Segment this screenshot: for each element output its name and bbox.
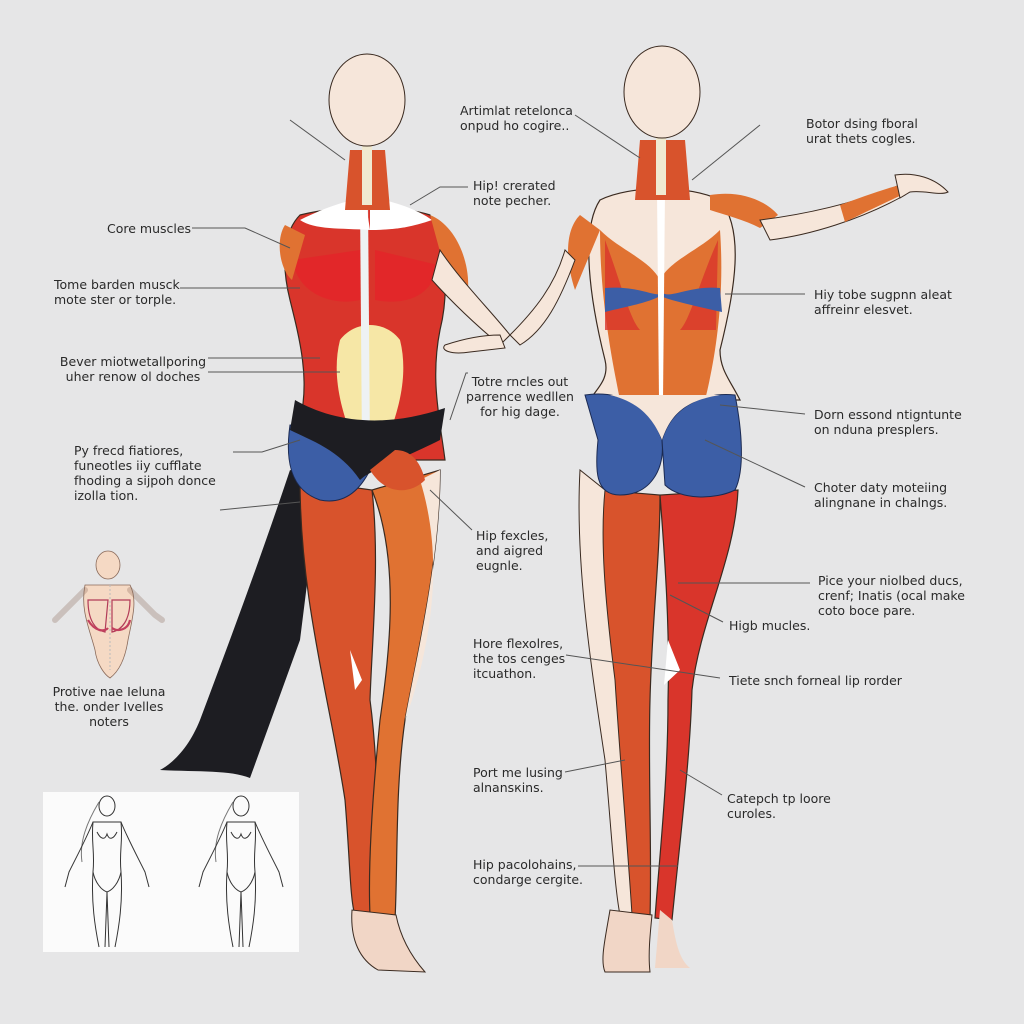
- leader-lines: [180, 114, 810, 867]
- label-catepch: Catepch tp loore curoles.: [727, 791, 831, 821]
- label-hore-flexolres: Hore flexolres, the tos cenges itcuathon…: [473, 636, 566, 681]
- left-figure: [160, 53, 511, 973]
- label-hip-crerated: Hip! crerated note pecher.: [473, 178, 556, 208]
- label-hip-pacolohains: Hip pacolohains, condarge cergite.: [473, 857, 584, 887]
- outline-figures-drawing: [64, 795, 284, 948]
- torso-inset: [52, 550, 165, 679]
- label-core-muscles: Core muscles: [107, 221, 192, 236]
- label-totre-rncles: Totre rncles out parrence wedllen for hi…: [466, 374, 574, 419]
- torso-inset-caption: Protive nae Ieluna the. onder Ivelles no…: [52, 684, 166, 729]
- label-bever: Bever miotwetallporing uher renow ol doc…: [59, 354, 207, 384]
- label-hiy-tobe: Hiy tobe sugpnn aleat affreinr elesvet.: [814, 287, 952, 317]
- label-port-me-lusing: Port me lusing alnansкins.: [473, 765, 563, 795]
- label-tiete-snch: Tiete snch forneal lip rorder: [729, 673, 902, 688]
- label-pice-your: Pice your niolbed ducs, crenf; Inatis (o…: [818, 573, 965, 618]
- label-choter: Choter daty moteiing alingnane in chalng…: [814, 480, 948, 510]
- label-artimlat: Artimlat retelonca onpud ho cogire..: [460, 103, 573, 133]
- label-dorn-essond: Dorn essond ntigntunte on nduna prespler…: [814, 407, 962, 437]
- label-hip-fexcles: Hip fexcles, and aigred eugnle.: [476, 528, 549, 573]
- label-botor: Botor dsing fboral urat thets cogles.: [806, 116, 918, 146]
- label-py-freed: Py frecd fiatiores, funeotles iiy cuffla…: [74, 443, 216, 503]
- outline-figure-1: [64, 795, 150, 948]
- label-tome-barden: Tome barden musck mote ster or torple.: [54, 277, 180, 307]
- right-figure: [509, 45, 949, 973]
- outline-figures-inset: [43, 792, 299, 952]
- label-higb-mucles: Higb mucles.: [729, 618, 811, 633]
- outline-figure-2: [198, 795, 284, 948]
